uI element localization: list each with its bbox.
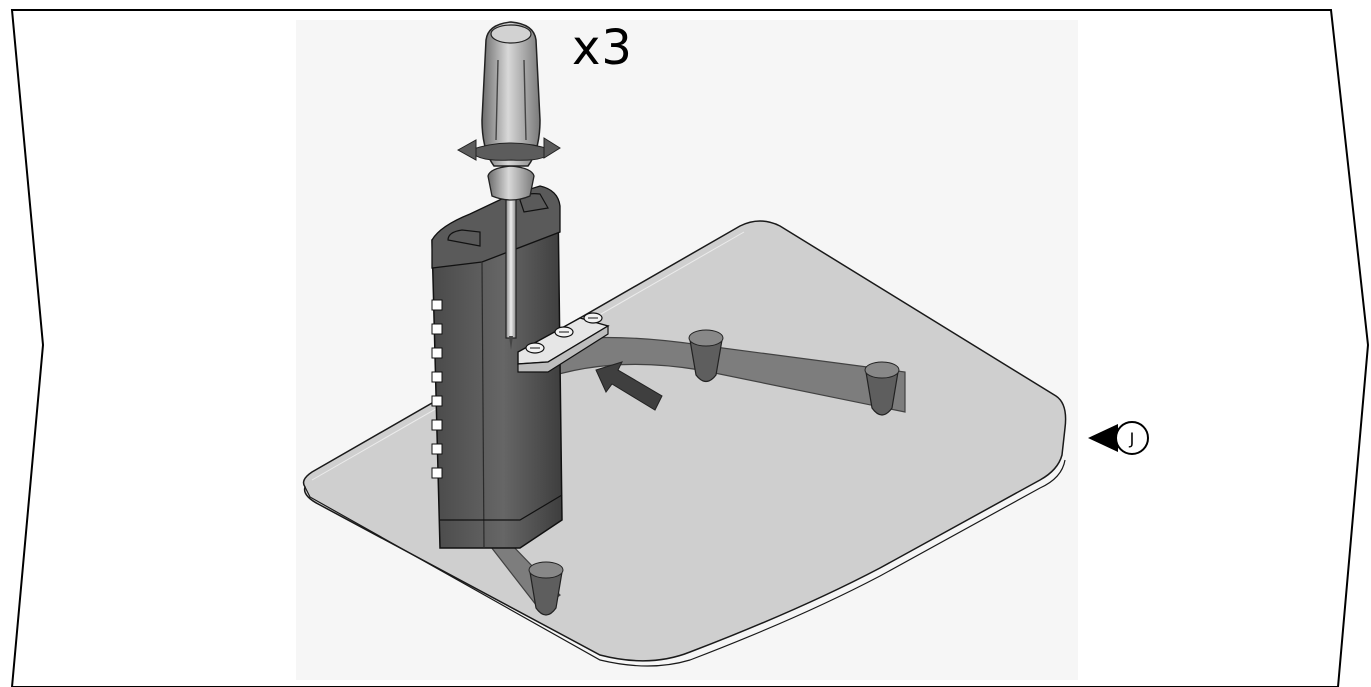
foot-peg-2 [864,361,900,416]
foot-peg-4 [528,561,564,616]
callout-pointer-icon [1088,424,1118,452]
screw-2 [554,326,574,338]
insert-arrow-icon [595,361,663,411]
screw-3 [583,312,603,324]
callout-marker: J [1088,421,1149,455]
rotate-arrow-icon [456,137,561,161]
foot-peg-1 [688,329,724,383]
wall-bracket [431,185,563,549]
callout-letter: J [1129,429,1135,448]
quantity-label: x3 [572,20,633,76]
screwdriver-icon [481,21,541,350]
screw-1 [525,342,545,354]
